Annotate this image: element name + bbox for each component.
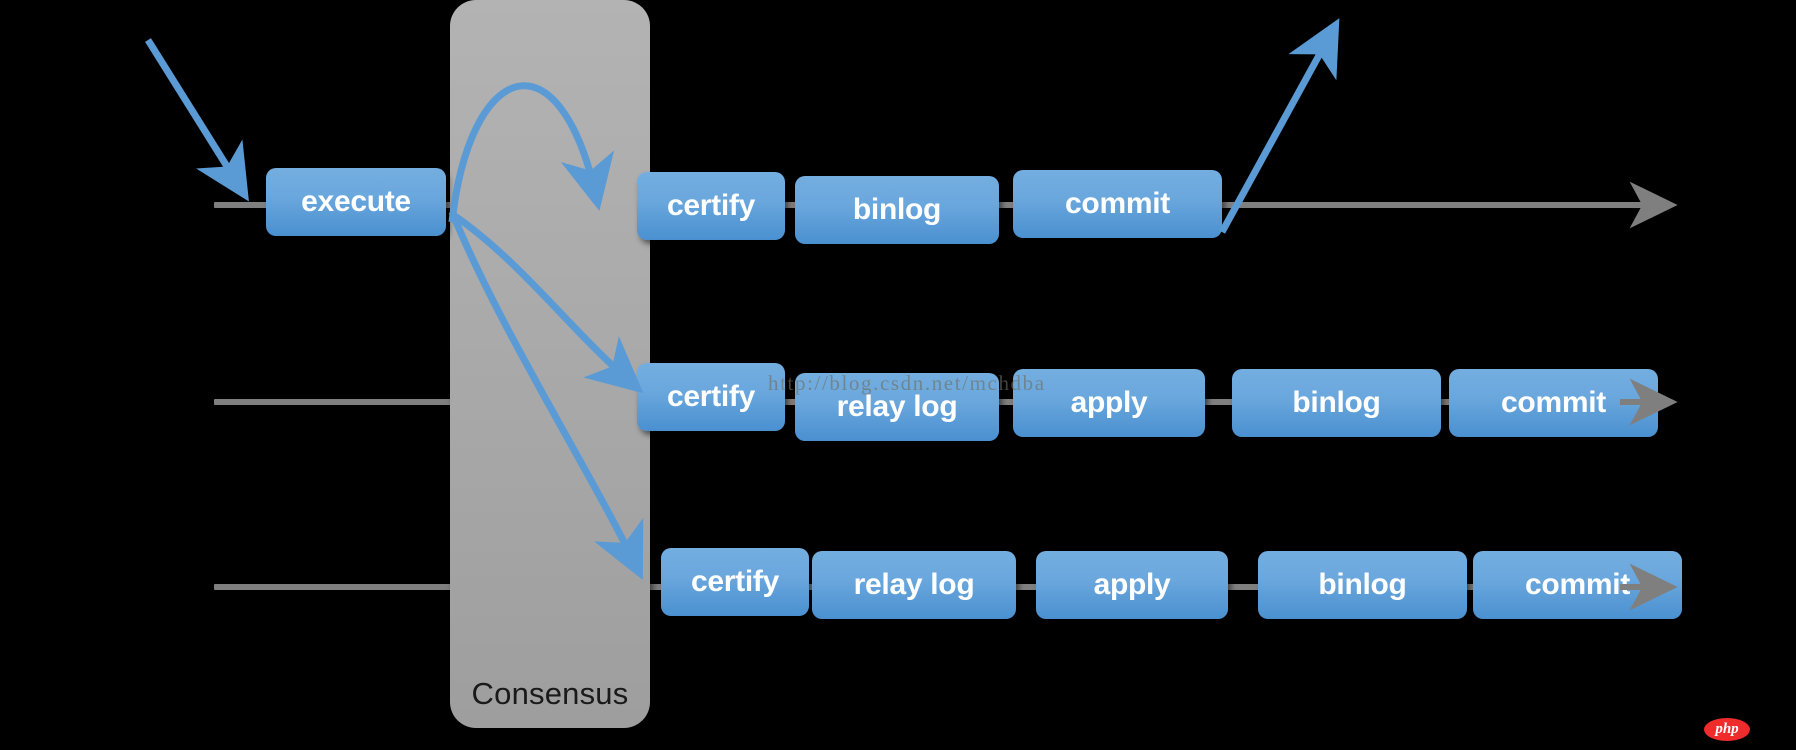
watermark-text: http://blog.csdn.net/mchdba <box>768 371 1046 395</box>
box-commit-row-2[interactable]: commit <box>1449 369 1658 437</box>
consensus-label: Consensus <box>471 676 629 711</box>
consensus-panel <box>450 0 650 728</box>
box-apply-row-3[interactable]: apply <box>1036 551 1228 619</box>
box-commit-row-1[interactable]: commit <box>1013 170 1222 238</box>
box-binlog-row-1[interactable]: binlog <box>795 176 999 244</box>
box-apply-row-2[interactable]: apply <box>1013 369 1205 437</box>
box-binlog-row-2[interactable]: binlog <box>1232 369 1441 437</box>
box-commit-row-3[interactable]: commit <box>1473 551 1682 619</box>
box-certify-row-2[interactable]: certify <box>637 363 785 431</box>
box-execute-row-1[interactable]: execute <box>266 168 446 236</box>
box-binlog-row-3[interactable]: binlog <box>1258 551 1467 619</box>
box-relay-log-row-3[interactable]: relay log <box>812 551 1016 619</box>
php-logo: php <box>1704 718 1750 741</box>
box-certify-row-3[interactable]: certify <box>661 548 809 616</box>
incoming-transaction-arrow <box>145 38 249 202</box>
box-relay-log-row-2[interactable]: relay log <box>795 373 999 441</box>
box-certify-row-1[interactable]: certify <box>637 172 785 240</box>
